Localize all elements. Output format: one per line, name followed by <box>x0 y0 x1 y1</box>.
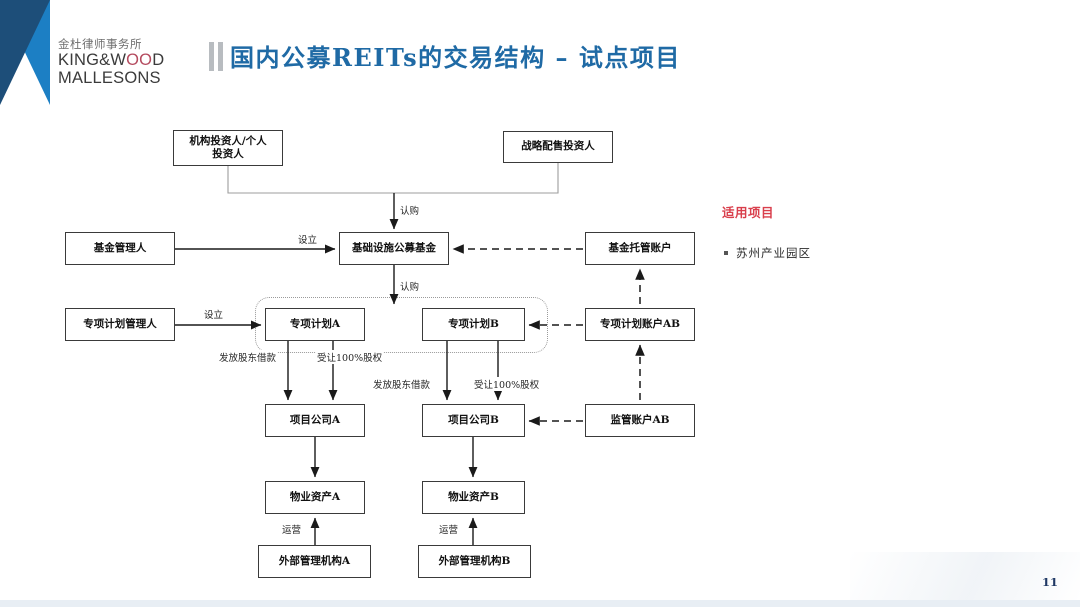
edge-label-operate_a: 运营 <box>281 522 303 536</box>
node-abs_account_ab[interactable]: 专项计划账户AB <box>585 308 695 341</box>
applicable-projects-list: 苏州产业园区 <box>724 245 811 261</box>
node-ext_manager_a[interactable]: 外部管理机构A <box>258 545 371 578</box>
bullet-icon <box>724 251 728 255</box>
node-property_asset_b[interactable]: 物业资产B <box>422 481 525 514</box>
edge-label-establish_abs: 设立 <box>203 307 225 321</box>
node-ext_manager_b[interactable]: 外部管理机构B <box>418 545 531 578</box>
kwm-logo-text: 金杜律师事务所 KING&WOOD MALLESONS <box>58 38 178 88</box>
applicable-project-item: 苏州产业园区 <box>724 245 811 261</box>
page-title: 国内公募REITs的交易结构 – 试点项目 <box>230 43 681 72</box>
node-fund_custody_acct[interactable]: 基金托管账户 <box>585 232 695 265</box>
edge-label-loan_a: 发放股东借款 <box>218 350 278 364</box>
logo-english-line1: KING&WOOD <box>58 51 178 70</box>
title-bar-1 <box>209 42 214 71</box>
edge-label-loan_b: 发放股东借款 <box>372 377 432 391</box>
node-project_co_a[interactable]: 项目公司A <box>265 404 365 437</box>
node-abs_manager[interactable]: 专项计划管理人 <box>65 308 175 341</box>
logo-triangle-dark <box>0 0 50 105</box>
node-supervision_acct_ab[interactable]: 监管账户AB <box>585 404 695 437</box>
edge-label-subscribe_abs: 认购 <box>399 279 421 293</box>
edge-label-equity_a: 受让100%股权 <box>316 350 384 364</box>
title-bar-2 <box>218 42 223 71</box>
node-retail_investors[interactable]: 机构投资人/个人投资人 <box>173 130 283 166</box>
node-fund_manager[interactable]: 基金管理人 <box>65 232 175 265</box>
logo-chinese-name: 金杜律师事务所 <box>58 37 142 51</box>
node-public_fund[interactable]: 基础设施公募基金 <box>339 232 449 265</box>
edge-label-operate_b: 运营 <box>438 522 460 536</box>
logo-english-line2: MALLESONS <box>58 69 161 88</box>
logo-en-a: KING&W <box>58 50 127 69</box>
node-strategic_investors[interactable]: 战略配售投资人 <box>503 131 613 163</box>
page-number: 11 <box>1041 575 1058 589</box>
node-project_co_b[interactable]: 项目公司B <box>422 404 525 437</box>
footer-bar <box>0 600 1080 607</box>
node-abs_plan_b[interactable]: 专项计划B <box>422 308 525 341</box>
kwm-logo-mark <box>0 0 50 105</box>
edge-label-establish_fund: 设立 <box>297 232 319 246</box>
logo-en-oo: OO <box>126 50 153 69</box>
title-accent-bars <box>209 42 223 71</box>
edge-label-equity_b: 受让100%股权 <box>473 377 541 391</box>
logo-en-b: D <box>152 50 165 69</box>
footer-sheen <box>850 552 1080 600</box>
edge-label-subscribe_fund: 认购 <box>399 203 421 217</box>
node-abs_plan_a[interactable]: 专项计划A <box>265 308 365 341</box>
applicable-project-label: 苏州产业园区 <box>736 246 811 260</box>
applicable-projects-title: 适用项目 <box>722 205 775 220</box>
node-property_asset_a[interactable]: 物业资产A <box>265 481 365 514</box>
